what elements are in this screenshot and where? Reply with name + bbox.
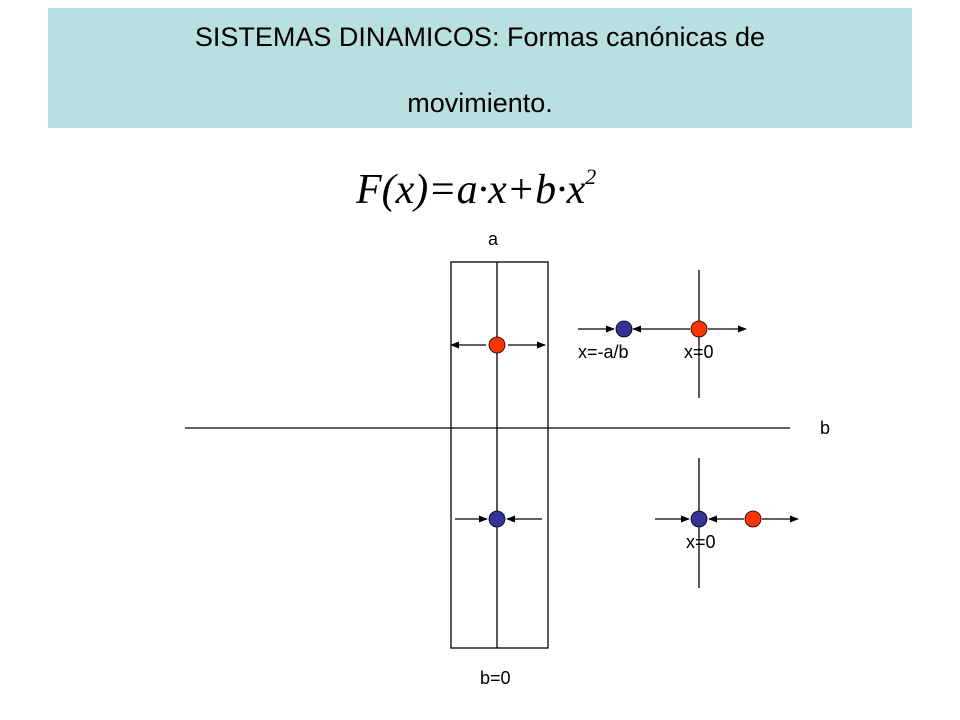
label-x-zero-upper: x=0 [684,342,714,362]
slide-title-line-2: movimiento. [407,88,553,118]
slide-title-line-1: SISTEMAS DINAMICOS: Formas canónicas de [194,22,766,52]
label-x-zero-lower: x=0 [686,532,716,552]
strip-upper-unstable-point [488,336,506,354]
formula-exponent: 2 [585,164,597,189]
lower-right-unstable-point [744,510,762,528]
formula: F(x)=a·x+b·x2 [356,164,597,214]
upper-right-unstable-point [690,320,708,338]
upper-right-stable-point [615,320,633,338]
label-b-zero: b=0 [480,668,511,688]
axis-label-b: b [820,418,831,438]
formula-lhs: F(x) [356,167,429,213]
strip-lower-stable-point [488,510,506,528]
lower-right-stable-point [690,510,708,528]
label-x-minus-a-over-b: x=-a/b [578,342,629,362]
formula-rhs: a·x+b·x [456,167,586,213]
title-bar: SISTEMAS DINAMICOS: Formas canónicas de … [48,8,912,128]
b-zero-strip [450,261,549,649]
axis-label-a: a [488,229,499,249]
formula-equals: = [428,167,457,213]
